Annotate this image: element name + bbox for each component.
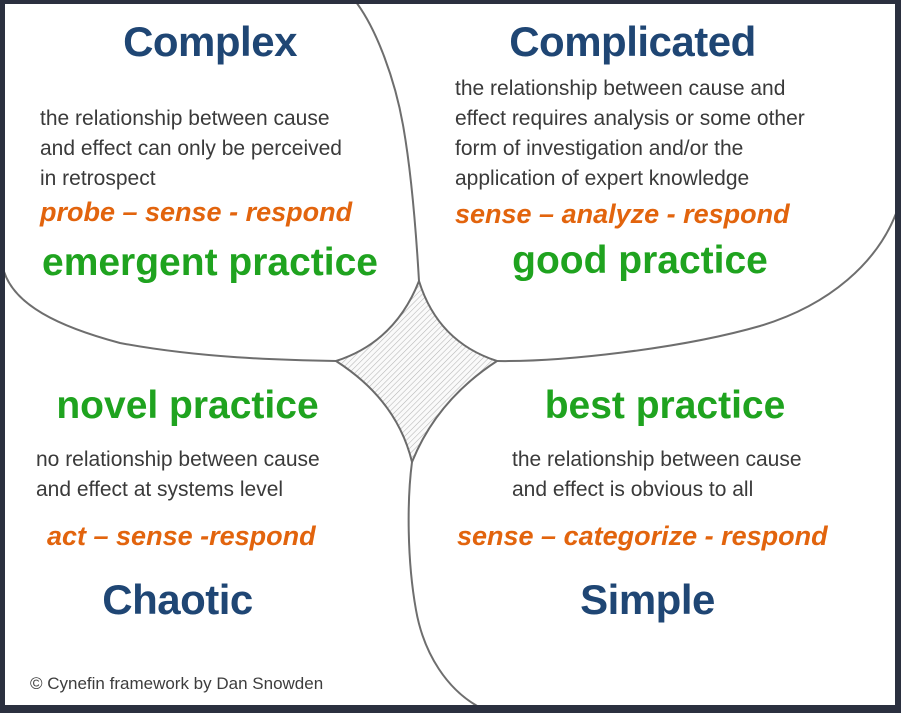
chaotic-description: no relationship between cause and effect… [36, 445, 320, 505]
description-line: effect requires analysis or some other [455, 107, 805, 130]
chaotic-approach: act – sense -respond [47, 521, 316, 551]
complex-practice: emergent practice [42, 241, 378, 284]
divider-right-curve [496, 213, 895, 363]
divider-top-curve [356, 4, 420, 282]
complicated-practice: good practice [512, 239, 768, 282]
complicated-title: Complicated [509, 18, 756, 65]
description-line: and effect can only be perceived [40, 137, 342, 160]
simple-title: Simple [580, 576, 715, 623]
chaotic-practice: novel practice [56, 384, 319, 427]
complicated-description: the relationship between cause and effec… [455, 74, 805, 194]
simple-description: the relationship between cause and effec… [512, 445, 802, 505]
divider-left-curve [5, 270, 337, 362]
description-line: form of investigation and/or the [455, 137, 744, 160]
description-line: and effect at systems level [36, 478, 284, 501]
complicated-approach: sense – analyze - respond [455, 199, 790, 229]
simple-approach: sense – categorize - respond [457, 521, 828, 551]
complex-description: the relationship between cause and effec… [40, 104, 342, 194]
description-line: application of expert knowledge [455, 167, 750, 190]
complex-approach: probe – sense - respond [40, 197, 353, 227]
description-line: the relationship between cause [512, 448, 802, 471]
disorder-hatched-star-icon [335, 280, 498, 463]
copyright-credit: © Cynefin framework by Dan Snowden [30, 674, 324, 693]
description-line: the relationship between cause and [455, 77, 786, 100]
simple-practice: best practice [544, 384, 786, 427]
description-line: the relationship between cause [40, 107, 330, 130]
description-line: no relationship between cause [36, 448, 320, 471]
complex-title: Complex [123, 18, 297, 65]
divider-bottom-curve [407, 461, 478, 705]
chaotic-title: Chaotic [102, 576, 253, 623]
quadrant-divider-curves [5, 4, 895, 705]
description-line: in retrospect [40, 167, 156, 190]
description-line: and effect is obvious to all [512, 478, 754, 501]
